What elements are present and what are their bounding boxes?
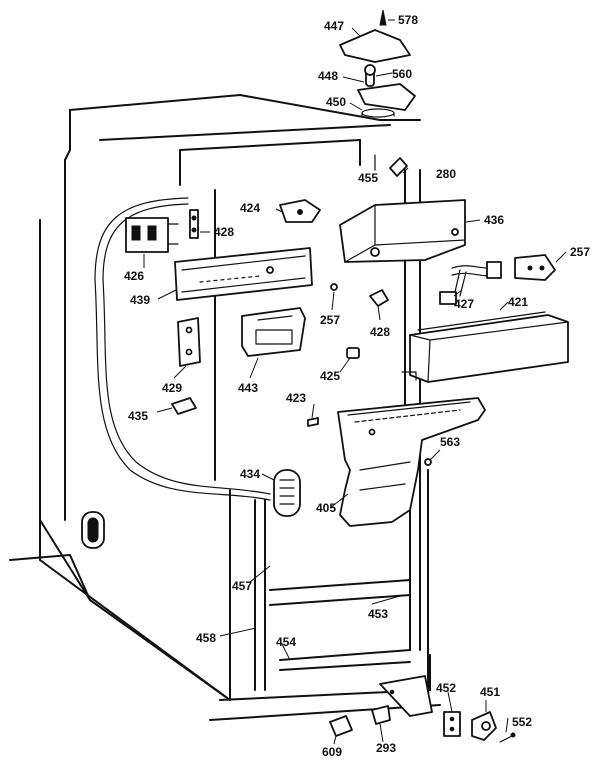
label-448: 448 (318, 69, 338, 83)
part-257-screw (330, 283, 338, 291)
part-552-screw (499, 732, 516, 743)
part-number-labels: 447 578 448 560 450 455 280 424 428 436 … (124, 13, 590, 759)
label-578: 578 (398, 13, 418, 27)
thermostat-knob-assembly (339, 9, 416, 118)
label-427: 427 (454, 297, 474, 311)
label-257-screw: 257 (320, 313, 340, 327)
label-428-lower: 428 (370, 325, 390, 339)
label-560: 560 (392, 67, 412, 81)
label-405: 405 (316, 501, 336, 515)
label-280: 280 (436, 167, 456, 181)
label-428-upper: 428 (214, 225, 234, 239)
label-458: 458 (196, 631, 216, 645)
part-280-clip (389, 157, 408, 177)
label-443: 443 (238, 381, 258, 395)
label-453: 453 (368, 607, 388, 621)
label-429: 429 (162, 381, 182, 395)
cabinet-body (9, 94, 441, 721)
part-443-plate (241, 307, 306, 357)
part-423-screw (307, 417, 319, 427)
label-457: 457 (232, 579, 252, 593)
part-424-connector (279, 199, 321, 223)
part-429-bracket (177, 317, 201, 367)
label-450: 450 (326, 95, 346, 109)
label-293: 293 (376, 741, 396, 755)
label-454: 454 (276, 635, 296, 649)
part-434-grille (273, 469, 301, 517)
part-436-control-housing (339, 199, 466, 263)
label-609: 609 (322, 745, 342, 759)
label-425: 425 (320, 369, 340, 383)
label-452: 452 (436, 681, 456, 695)
part-421-cover (401, 311, 569, 383)
part-427-wiring (439, 261, 502, 305)
label-455: 455 (358, 171, 378, 185)
part-428-lower (369, 289, 389, 307)
part-451-hinge (471, 711, 497, 741)
label-451: 451 (480, 685, 500, 699)
label-257-timer: 257 (570, 245, 590, 259)
label-423: 423 (286, 391, 306, 405)
label-447: 447 (324, 19, 344, 33)
label-435: 435 (128, 409, 148, 423)
label-552: 552 (512, 715, 532, 729)
part-405-air-duct (337, 397, 486, 527)
part-257-timer (514, 254, 556, 281)
label-421: 421 (508, 295, 528, 309)
part-439-bracket-rail (174, 247, 313, 301)
label-563: 563 (440, 435, 460, 449)
part-426-switch (125, 217, 179, 253)
label-426: 426 (124, 269, 144, 283)
label-439: 439 (130, 293, 150, 307)
part-435-clip (171, 397, 197, 415)
part-428-upper (189, 209, 199, 239)
part-563-screw (424, 458, 432, 466)
part-609-fitting (329, 715, 353, 737)
part-452-hinge-plate (443, 711, 461, 737)
label-424: 424 (240, 201, 260, 215)
hinge-bracket-bottom (379, 675, 433, 717)
leader-lines (143, 19, 567, 745)
part-425-plug (346, 347, 360, 359)
part-293-fitting (371, 705, 391, 725)
label-436: 436 (484, 213, 504, 227)
label-434: 434 (240, 467, 260, 481)
